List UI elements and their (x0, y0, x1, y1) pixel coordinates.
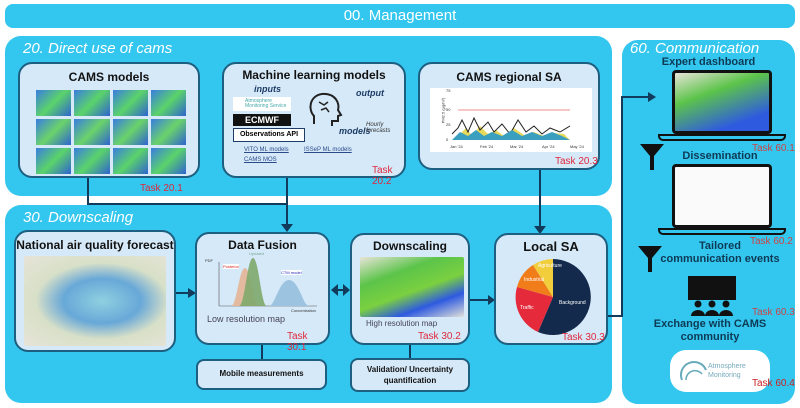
box-label: Validation/ Uncertainty quantification (366, 365, 454, 385)
x-tick: May '24 (570, 144, 584, 149)
task-label: Task 60.2 (750, 236, 793, 247)
laptop-dashboard (672, 70, 772, 134)
slice-label: Industrial (524, 277, 545, 283)
x-tick: Jan '24 (450, 144, 463, 149)
hourly-forecasts: Hourly forecasts (366, 122, 391, 134)
updated-label: Updated (249, 251, 265, 256)
task-label: Task 20.1 (140, 183, 183, 194)
slice-label: Traffic (520, 305, 534, 311)
validation-box: Validation/ Uncertainty quantification (350, 358, 470, 392)
pie-slice-traffic (515, 287, 553, 332)
section-title: 20. Direct use of cams (23, 40, 173, 57)
forecast-map (24, 256, 166, 346)
task-label: Task 60.1 (752, 143, 795, 154)
box-title: CAMS models (68, 70, 150, 84)
section-title: 30. Downscaling (23, 209, 134, 226)
task-label: Task 30.2 (418, 331, 461, 342)
local-sa-box: Local SA Background Traffic Industrial A… (494, 233, 608, 345)
task-label: Task 60.3 (752, 307, 795, 318)
globe-icon (680, 361, 707, 381)
caption: Low resolution map (207, 314, 286, 324)
y-axis-label: PM2.5 (µg/m³) (440, 97, 446, 124)
inputs-label: inputs (254, 84, 281, 94)
issep-ml-models-link[interactable]: ISSeP ML models (304, 147, 352, 153)
x-tick: Feb '24 (480, 144, 494, 149)
cams-maps-grid (36, 90, 186, 174)
slice-label: Agriculture (538, 263, 562, 269)
task-label: Task 30.1 (287, 331, 308, 353)
caption: High resolution map (366, 319, 438, 328)
slice-label: Background (559, 300, 586, 306)
pm-timeseries-chart: PM2.5 (µg/m³) 75 50 25 0 Jan '24 Feb '24… (430, 88, 592, 152)
task-label: Task 30.3 (562, 332, 605, 343)
laptop-portal (672, 164, 772, 228)
y-tick: 0 (446, 137, 449, 142)
cams-models-box: CAMS models (18, 62, 200, 178)
pdf-curves (218, 258, 317, 307)
x-tick: Apr '24 (542, 144, 555, 149)
data-fusion-box: Data Fusion PDF Posterior Updated CTM mo… (195, 232, 330, 353)
observations-api: Observations API (233, 128, 305, 142)
management-title: 00. Management (343, 7, 457, 24)
cams-regional-sa-box: CAMS regional SA PM2.5 (µg/m³) 75 50 25 … (418, 62, 600, 170)
box-title: CAMS regional SA (456, 70, 562, 84)
laptop-base (658, 134, 786, 141)
source-pie-chart (515, 259, 591, 335)
ctm-label: CTM model (281, 270, 302, 275)
atmosphere-monitoring-logo: Atmosphere Monitoring (670, 350, 770, 392)
exchange-label: Exchange with CAMS community (653, 318, 767, 343)
cams-logo: Atmosphere Monitoring Service (233, 97, 291, 111)
models-label: models (339, 126, 371, 136)
expert-dashboard-label: Expert dashboard (661, 56, 756, 68)
ecmwf-logo: ECMWF (233, 114, 291, 126)
pie-slice-agriculture (533, 259, 553, 297)
mobile-measurements-box: Mobile measurements (196, 359, 327, 390)
vito-ml-models-link[interactable]: VITO ML models (244, 147, 289, 153)
dissemination-label: Dissemination (682, 150, 758, 162)
high-resolution-map (360, 257, 464, 317)
box-title: National air quality forecast (16, 238, 174, 252)
funnel-icon (638, 246, 662, 272)
output-label: output (356, 88, 384, 98)
box-label: Mobile measurements (219, 369, 304, 378)
posterior-label: Posterior (223, 264, 240, 269)
pie-slice-background (538, 259, 591, 335)
y-tick: 75 (446, 88, 451, 93)
y-tick: 50 (446, 107, 451, 112)
laptop-base (658, 228, 786, 235)
task-label: Task 20.2 (372, 165, 393, 187)
box-title: Downscaling (372, 239, 447, 253)
task-label: Task 60.4 (752, 378, 795, 389)
box-title: Local SA (523, 239, 579, 254)
logo-text: Atmosphere Monitoring (708, 363, 746, 379)
tailored-events-label: Tailored communication events (660, 240, 780, 265)
concentration-label: Concentration (291, 308, 316, 313)
cams-mos-link[interactable]: CAMS MOS (244, 157, 277, 163)
funnel-icon (640, 144, 664, 170)
box-title: Machine learning models (242, 68, 386, 82)
section-title: 60. Communication (630, 40, 760, 57)
y-tick: 25 (446, 122, 451, 127)
presentation-audience-icon (688, 276, 736, 316)
pie-slice-industrial (517, 265, 553, 297)
pdf-label: PDF (205, 258, 213, 263)
ml-models-box: Machine learning models inputs output At… (222, 62, 406, 187)
x-tick: Mar '24 (510, 144, 524, 149)
management-bar: 00. Management (5, 4, 795, 28)
task-label: Task 20.3 (555, 156, 598, 167)
national-forecast-box: National air quality forecast (14, 230, 176, 352)
box-title: Data Fusion (228, 238, 297, 252)
brain-head-icon (309, 92, 343, 126)
downscaling-box: Downscaling High resolution map Task 30.… (350, 233, 470, 345)
